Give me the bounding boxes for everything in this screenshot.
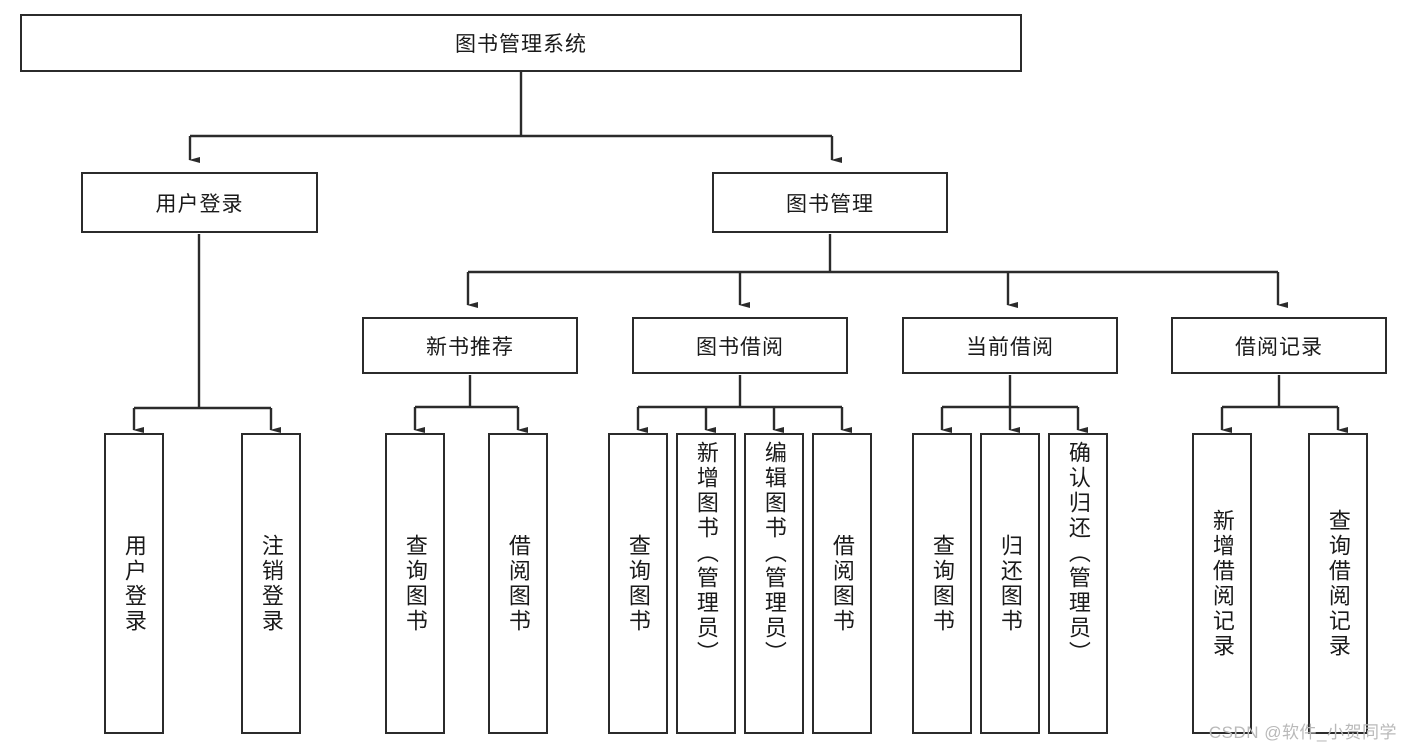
node-leaf-add-book[interactable]: 新增图书（管理员）	[676, 433, 736, 734]
node-leaf-return-book[interactable]: 归还图书	[980, 433, 1040, 734]
node-leaf-query-book-1[interactable]: 查询图书	[385, 433, 445, 734]
node-leaf-add-record-label: 新增借阅记录	[1209, 508, 1235, 659]
node-leaf-return-book-label: 归还图书	[997, 533, 1023, 634]
node-leaf-query-book-2[interactable]: 查询图书	[608, 433, 668, 734]
node-leaf-add-record[interactable]: 新增借阅记录	[1192, 433, 1252, 734]
node-leaf-query-book-3-label: 查询图书	[929, 533, 955, 634]
node-leaf-add-book-label: 新增图书（管理员）	[693, 441, 719, 666]
watermark-text: CSDN @软件_小贺同学	[1208, 723, 1397, 742]
node-leaf-query-book-1-label: 查询图书	[402, 533, 428, 634]
node-new-book-recommend[interactable]: 新书推荐	[362, 317, 578, 374]
node-leaf-confirm-return[interactable]: 确认归还（管理员）	[1048, 433, 1108, 734]
node-current-borrow[interactable]: 当前借阅	[902, 317, 1118, 374]
node-leaf-query-book-3[interactable]: 查询图书	[912, 433, 972, 734]
node-user-login[interactable]: 用户登录	[81, 172, 318, 233]
node-new-book-recommend-label: 新书推荐	[426, 335, 514, 359]
node-leaf-logout-login-label: 注销登录	[258, 533, 284, 634]
node-leaf-confirm-return-label: 确认归还（管理员）	[1065, 441, 1091, 666]
node-borrow-record[interactable]: 借阅记录	[1171, 317, 1387, 374]
node-leaf-user-login[interactable]: 用户登录	[104, 433, 164, 734]
node-borrow-record-label: 借阅记录	[1235, 335, 1323, 359]
node-book-management-label: 图书管理	[786, 192, 874, 216]
node-book-borrow-label: 图书借阅	[696, 335, 784, 359]
node-leaf-logout-login[interactable]: 注销登录	[241, 433, 301, 734]
node-leaf-user-login-label: 用户登录	[121, 533, 147, 634]
node-leaf-borrow-book-2-label: 借阅图书	[829, 533, 855, 634]
node-leaf-edit-book[interactable]: 编辑图书（管理员）	[744, 433, 804, 734]
node-root-book-management-system[interactable]: 图书管理系统	[20, 14, 1022, 72]
node-leaf-query-book-2-label: 查询图书	[625, 533, 651, 634]
node-user-login-label: 用户登录	[155, 192, 244, 216]
node-leaf-borrow-book-1[interactable]: 借阅图书	[488, 433, 548, 734]
node-book-management[interactable]: 图书管理	[712, 172, 948, 233]
node-leaf-query-record-label: 查询借阅记录	[1325, 508, 1351, 659]
node-book-borrow[interactable]: 图书借阅	[632, 317, 848, 374]
node-current-borrow-label: 当前借阅	[966, 335, 1054, 359]
node-leaf-borrow-book-2[interactable]: 借阅图书	[812, 433, 872, 734]
node-leaf-query-record[interactable]: 查询借阅记录	[1308, 433, 1368, 734]
node-leaf-borrow-book-1-label: 借阅图书	[505, 533, 531, 634]
node-leaf-edit-book-label: 编辑图书（管理员）	[761, 441, 787, 666]
node-root-label: 图书管理系统	[455, 33, 587, 56]
